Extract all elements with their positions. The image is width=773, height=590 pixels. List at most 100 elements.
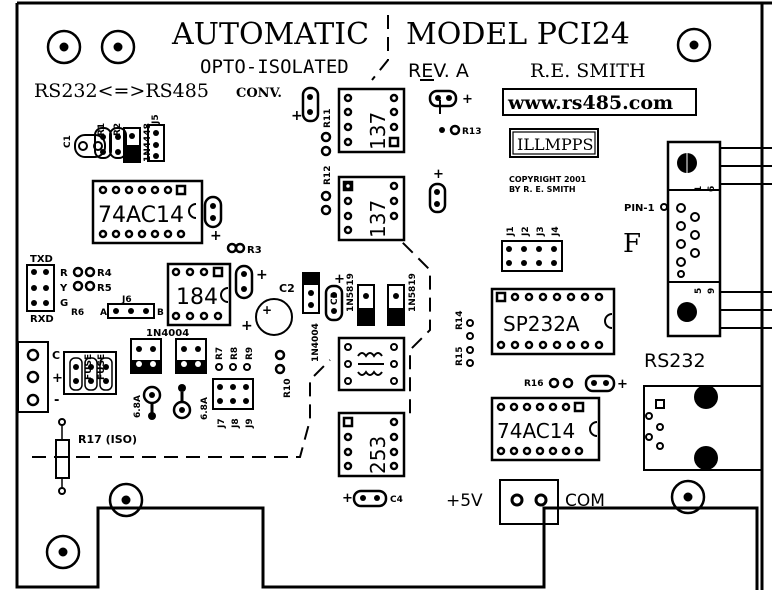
jumpers-j1-j4: J1 J2 J3 J4 — [501, 226, 563, 272]
r15-label: R15 — [455, 347, 465, 366]
chip-u3-label: 137 — [366, 112, 390, 150]
author-label: R.E. SMITH — [530, 60, 646, 82]
a-label: A — [100, 308, 107, 318]
1n5819-right-label: 1N5819 — [408, 273, 418, 312]
c4-part — [352, 489, 388, 508]
c1-label: C1 — [63, 135, 73, 148]
db-6a-label: 6 — [707, 186, 717, 192]
plus-mid: + — [433, 167, 444, 182]
cap-mid — [428, 182, 447, 214]
terminal-c-label: C — [52, 349, 60, 362]
j4-label: J4 — [551, 226, 561, 237]
cap-top — [428, 89, 458, 108]
r9-label: R9 — [245, 347, 255, 360]
j8-label: J8 — [231, 418, 241, 429]
plus-c2-inner: + — [262, 303, 272, 317]
c2-label: C2 — [279, 282, 295, 295]
1n4004-left-label: 1N4004 — [146, 328, 189, 339]
z1-label: 6.8A — [133, 395, 143, 418]
r8-label: R8 — [230, 347, 240, 360]
j3-label: J3 — [536, 226, 546, 237]
mounting-holes — [45, 27, 712, 570]
website-label: www.rs485.com — [507, 92, 673, 114]
rs232-jack — [643, 385, 763, 471]
r14-label: R14 — [455, 311, 465, 330]
r13-label: R13 — [462, 127, 481, 137]
r16-label: R16 — [524, 379, 543, 389]
chip-u3: 137 — [337, 87, 406, 154]
fuse-block: FUSE FUSE — [63, 351, 117, 395]
plus-c2: + — [241, 318, 253, 334]
led-block: TXD RXD R Y G R4 R5 R6 A J6 B — [26, 254, 164, 325]
converter-label: RS232<=>RS485 — [34, 80, 209, 102]
plus-c4: + — [342, 491, 353, 506]
plus-r16: + — [617, 377, 628, 392]
com-label: COM — [565, 491, 605, 511]
r3-label: R3 — [247, 245, 262, 256]
j5-label: J5 — [151, 114, 161, 125]
c3-label: C3 — [330, 292, 340, 305]
chip-u2: 184 — [166, 262, 232, 327]
subtitle-opto: OPTO-ISOLATED — [200, 56, 349, 78]
website-box — [502, 88, 697, 116]
terminal-minus-label: - — [54, 393, 59, 408]
r11-part — [301, 86, 320, 123]
1n4004-vert-label: 1N4004 — [311, 323, 321, 362]
b-label: B — [157, 308, 164, 318]
r10-label: R10 — [283, 379, 293, 398]
r7-j9-group: R7 R8 R9 J7 J8 J9 R10 — [212, 347, 293, 429]
c1-group: C1 R1 R2 1N4448 J5 — [63, 114, 165, 163]
copyright-line1: COPYRIGHT 2001 — [509, 175, 587, 184]
chip-u7-label: 253 — [366, 436, 390, 474]
rs232-label: RS232 — [644, 350, 706, 372]
diodes-1n4004-left: 1N4004 — [130, 328, 207, 374]
db-5-label: 5 — [694, 288, 704, 294]
chip-u4: 137 — [337, 175, 406, 242]
plus-c3: + — [334, 272, 345, 287]
plus-u2: + — [256, 267, 268, 283]
cap-near-u1 — [203, 195, 223, 229]
1n5819-left-label: 1N5819 — [346, 273, 356, 312]
fuse2-label: FUSE — [97, 354, 107, 380]
j7-label: J7 — [217, 418, 227, 429]
zeners: 6.8A 6.8A — [133, 384, 210, 420]
power-terminal — [499, 479, 559, 525]
r6-label: R6 — [71, 308, 84, 318]
chip-u6-label: 74AC14 — [497, 419, 575, 443]
title-model: MODEL PCI24 — [406, 17, 630, 52]
r13-pad — [439, 127, 445, 133]
r2-label: R2 — [113, 123, 123, 136]
copyright-line2: BY R. E. SMITH — [509, 185, 576, 194]
title-automatic: AUTOMATIC — [171, 17, 369, 52]
logo-box — [509, 128, 599, 158]
pin1-label: PIN-1 — [624, 203, 655, 214]
plus-top: + — [462, 92, 473, 107]
r7-label: R7 — [215, 347, 225, 360]
logo-label: ILLMPPS — [517, 135, 593, 154]
db-1-label: 1 — [694, 186, 704, 192]
chip-u6: 74AC14 — [490, 396, 601, 462]
rev-label: REV. A — [408, 60, 469, 82]
chip-u5-label: SP232A — [503, 312, 580, 336]
rxd-label: RXD — [30, 314, 54, 325]
z2-label: 6.8A — [200, 397, 210, 420]
g-label: G — [60, 298, 68, 309]
y-label: Y — [59, 283, 68, 294]
r11-label: R11 — [323, 109, 333, 128]
chip-u4-label: 137 — [366, 200, 390, 238]
r-label: R — [60, 268, 68, 279]
r4-label: R4 — [97, 268, 112, 279]
chip-u7: 253 — [337, 411, 406, 478]
r5-label: R5 — [97, 283, 112, 294]
plus-u1: + — [210, 228, 222, 244]
c4-label: C4 — [390, 495, 403, 505]
chip-u2-label: 184 — [176, 285, 218, 310]
chip-u1: 74AC14 — [91, 179, 204, 245]
power-diodes: 1N4004 + C3 1N5819 1N5819 — [302, 272, 418, 362]
cap-near-u2 — [234, 264, 254, 300]
j6-label: J6 — [121, 295, 132, 305]
chip-u1-label: 74AC14 — [98, 203, 184, 228]
j9-label: J9 — [245, 418, 255, 429]
db-9-label: 9 — [707, 288, 717, 294]
